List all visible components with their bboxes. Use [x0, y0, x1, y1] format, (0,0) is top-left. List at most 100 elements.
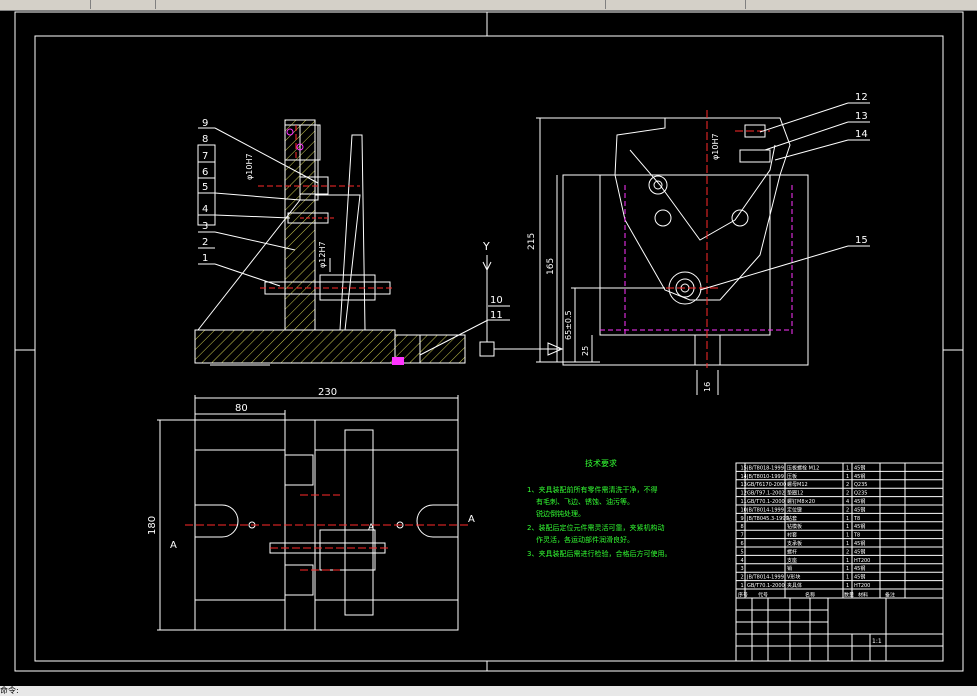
axis-symbol	[419, 255, 564, 357]
table-cell: 2	[846, 507, 849, 513]
front-section-view: φ12H7 φ10H7	[194, 119, 466, 366]
table-outline	[735, 462, 944, 662]
dim-top-dia: φ10H7	[711, 133, 720, 160]
callout-11: 11	[490, 310, 503, 321]
bushing-hole	[296, 143, 304, 151]
leader-line	[214, 263, 281, 287]
table-cell: 钻模板	[787, 523, 802, 530]
table-cell: 12	[741, 491, 747, 497]
table-cell: JB/T8010-1999	[746, 474, 784, 480]
left-callout-numbers: 9 8 7 6 5 4 3 2 1	[202, 118, 208, 264]
table-cell: JB/T8014-1999	[746, 507, 784, 513]
dim-25: 25	[581, 346, 590, 356]
table-cell: GB/T97.1-2002	[747, 491, 785, 497]
y-axis-arrow	[482, 261, 492, 272]
table-cell: 1	[846, 583, 849, 589]
callout-10: 10	[490, 295, 503, 306]
leader-line	[759, 102, 849, 133]
callout-13: 13	[855, 111, 868, 122]
table-cell: GB/T6170-2000	[747, 482, 786, 488]
leader-line	[419, 319, 489, 356]
table-cell: GB/T70.1-2000	[747, 499, 785, 505]
title-block-scale: 1:1	[872, 638, 882, 645]
leader-line	[197, 199, 301, 331]
notes-line: 锐边倒钝处理。	[536, 509, 585, 518]
leader-line	[774, 139, 849, 161]
table-cell: 销	[787, 565, 792, 572]
toolbar-segment[interactable]	[0, 0, 91, 9]
table-cell: 7	[741, 533, 744, 539]
side-view	[562, 117, 809, 366]
cad-drawing-canvas[interactable]: φ12H7 φ10H7 9 8 7 6 5 4 3 2 1	[0, 10, 977, 686]
technical-notes: 技术要求 1、夹具装配前所有零件需清洗干净，不得 有毛刺、飞边、锈蚀、油污等。 …	[527, 458, 671, 558]
table-cell: 垫圈12	[787, 490, 803, 497]
table-cell: 2	[846, 482, 849, 488]
command-prompt: 命令:	[0, 686, 19, 695]
table-cell: 9	[741, 516, 744, 522]
right-callouts	[699, 102, 870, 291]
toolbar-segment[interactable]	[155, 0, 606, 9]
table-cell: 4	[846, 499, 849, 505]
inner-border	[34, 35, 944, 662]
table-cell: 14	[741, 474, 747, 480]
table-cell: 2	[846, 549, 849, 555]
table-cell: 45钢	[854, 548, 865, 555]
leader-line	[764, 121, 849, 151]
table-cell: 压板螺栓 M12	[787, 464, 819, 471]
table-cell: HT200	[854, 558, 870, 564]
notes-line: 2、装配后定位元件需灵活可靠，夹紧机构动	[527, 523, 664, 532]
table-cell: 45钢	[854, 574, 865, 581]
callout-6: 6	[202, 167, 208, 178]
side-view-dimensions	[536, 117, 719, 395]
table-cell: 1	[846, 558, 849, 564]
table-cell: 1	[846, 541, 849, 547]
dim-80: 80	[235, 403, 248, 414]
clamp-plate	[739, 149, 771, 163]
table-cell: 6	[741, 541, 744, 547]
dim-pin: 16	[703, 382, 712, 392]
table-header-cell: 名称	[805, 591, 815, 598]
section-label-mid: A	[368, 523, 375, 533]
base-plate-section	[194, 329, 466, 364]
table-cell: T8	[853, 516, 860, 522]
section-label-right: A	[468, 514, 475, 525]
callout-1: 1	[202, 253, 208, 264]
callout-12: 12	[855, 92, 868, 103]
table-cell: JB/T8045.3-1999	[746, 516, 789, 522]
table-cell: 1	[846, 575, 849, 581]
side-view-hidden-lines	[600, 185, 793, 335]
table-cell: 45钢	[854, 498, 865, 505]
leader-line	[214, 214, 291, 219]
callout-2: 2	[202, 237, 208, 248]
table-cell: JB/T8014-1999	[746, 575, 784, 581]
toolbar-segment[interactable]	[605, 0, 746, 9]
table-cell: 1	[846, 465, 849, 471]
table-cell: Q235	[854, 491, 867, 497]
toolbar-segment[interactable]	[90, 0, 156, 9]
workpiece-inner-contour	[629, 144, 776, 241]
table-cell: 45钢	[854, 506, 865, 513]
y-axis-label: Y	[482, 240, 490, 253]
table-cell: 1	[846, 474, 849, 480]
table-cell: 2	[741, 575, 744, 581]
left-slot	[195, 504, 239, 538]
left-callouts	[197, 127, 319, 331]
dim-65: 65±0.5	[564, 310, 573, 340]
leader-line	[214, 231, 296, 251]
notes-line: 3、夹具装配后需进行检验，合格后方可使用。	[527, 549, 671, 558]
dim-215: 215	[527, 233, 537, 250]
table-cell: 夹具体	[787, 582, 802, 589]
table-cell: 螺杆	[787, 548, 797, 555]
plan-base-outline	[194, 419, 459, 631]
dim-180: 180	[147, 516, 158, 535]
frame-group	[14, 11, 964, 672]
command-line[interactable]: 命令:	[0, 686, 977, 696]
table-cell: 1	[741, 583, 744, 589]
table-header-cell: 材料	[858, 591, 868, 598]
table-cell: Q235	[854, 482, 867, 488]
table-cell: 1	[846, 533, 849, 539]
table-cell: 衬套	[787, 532, 797, 539]
table-cell: 支承板	[787, 540, 802, 547]
table-cell: 4	[741, 558, 744, 564]
